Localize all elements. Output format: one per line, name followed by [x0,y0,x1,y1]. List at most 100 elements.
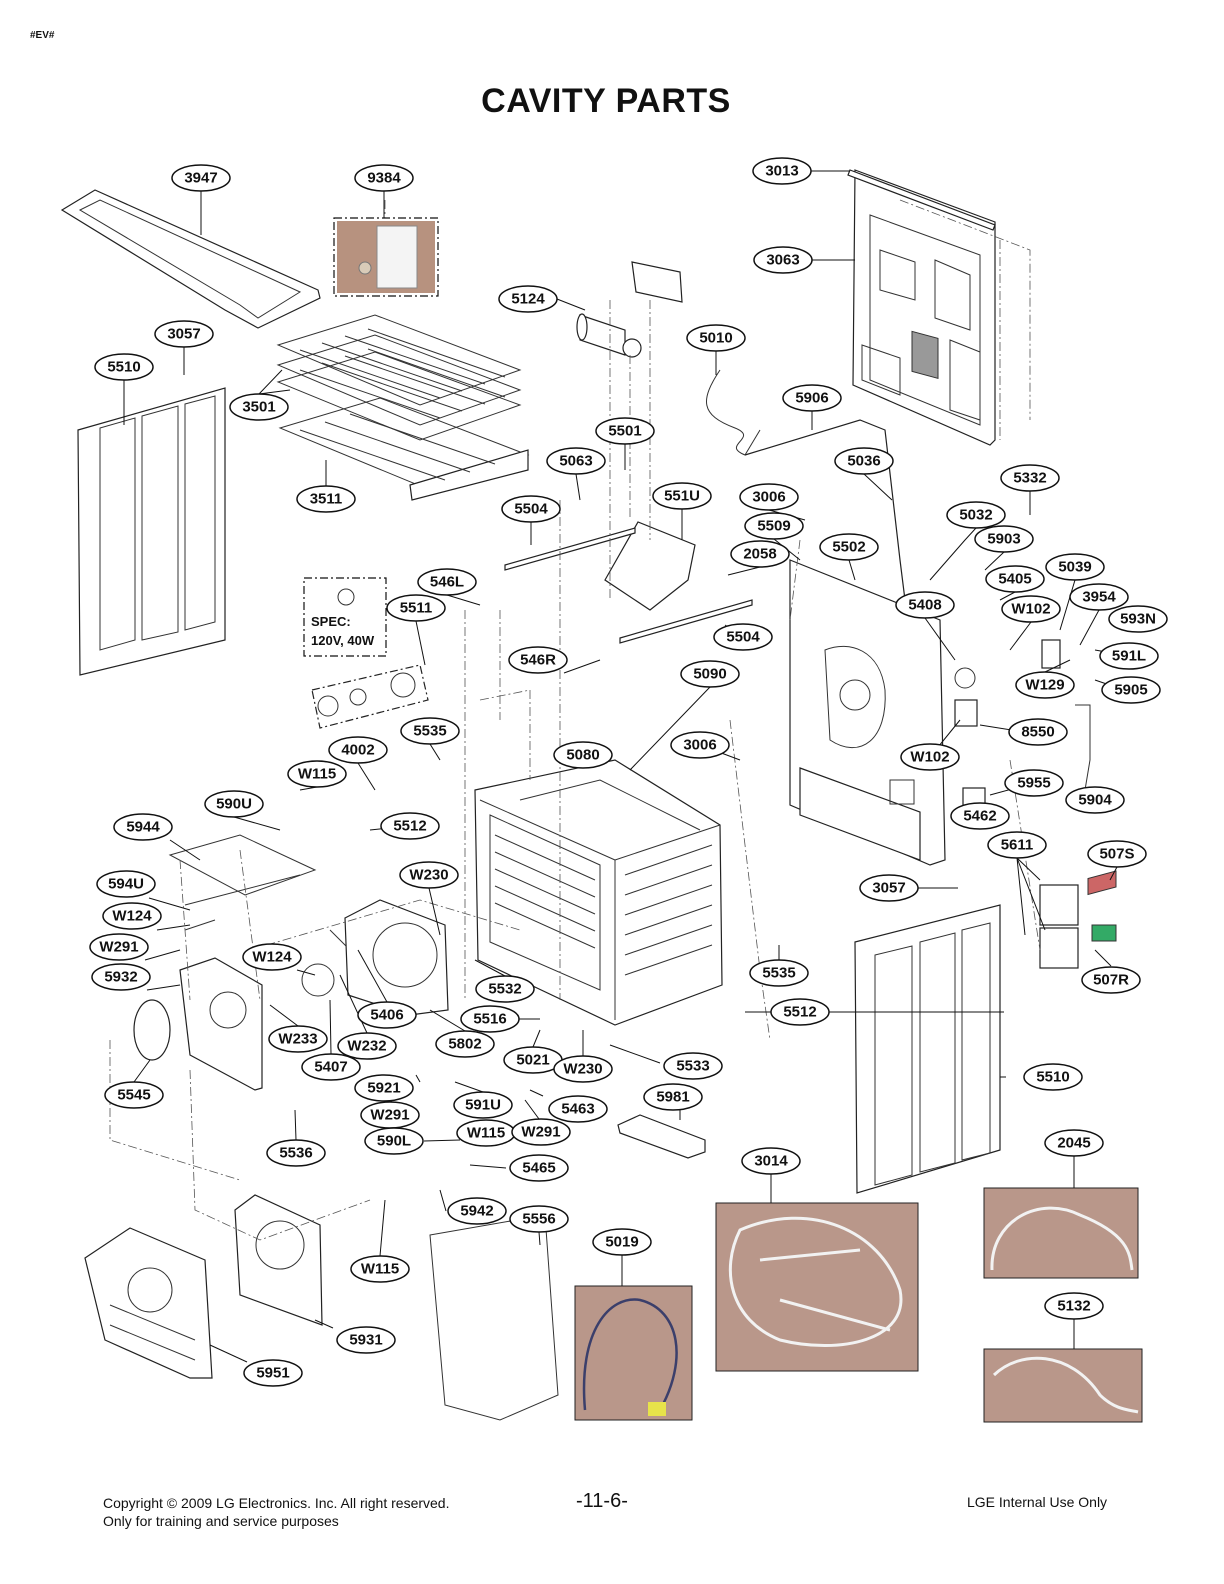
callout: 5981 [643,1083,703,1111]
svg-text:5408: 5408 [908,597,941,614]
cooling-fan-drawing [576,261,683,358]
gasket-frame-drawing [60,189,321,329]
svg-text:5904: 5904 [1078,792,1112,809]
wire-photo-5132 [983,1348,1143,1423]
svg-text:5039: 5039 [1058,559,1091,576]
svg-text:5931: 5931 [349,1332,382,1349]
side-panel-left-drawing [77,387,226,676]
callout: 2058 [730,540,790,568]
svg-text:5510: 5510 [1036,1069,1069,1086]
spec-label: SPEC: [311,614,351,629]
svg-text:5532: 5532 [488,981,521,998]
rear-panel-drawing [852,169,996,446]
svg-text:4002: 4002 [341,742,374,759]
rear-cover-drawing [84,1194,323,1379]
svg-text:593N: 593N [1120,611,1156,628]
callout: 5063 [546,447,606,475]
svg-text:5465: 5465 [522,1160,555,1177]
harness-photo-3014 [715,1202,919,1372]
fan-blade-drawing [301,963,335,997]
svg-text:5511: 5511 [400,600,433,617]
svg-text:5533: 5533 [676,1058,709,1075]
svg-text:507R: 507R [1093,972,1129,989]
svg-text:590U: 590U [216,796,252,813]
callout: W124 [102,902,162,930]
callout: 5944 [113,813,173,841]
tube-5904-drawing [1075,704,1091,791]
callout: 5536 [266,1139,326,1167]
svg-text:5516: 5516 [473,1011,506,1028]
callout: 5504 [501,495,561,523]
svg-text:8550: 8550 [1021,724,1054,741]
callout: 5465 [509,1154,569,1182]
callout: 5502 [819,533,879,561]
callout: 5124 [498,285,558,313]
svg-text:5332: 5332 [1013,470,1046,487]
callout: 5036 [834,447,894,475]
drip-tray-drawing [617,1114,706,1159]
callout: 5556 [509,1205,569,1233]
svg-text:W230: W230 [409,867,448,884]
internal-use-label: LGE Internal Use Only [967,1494,1108,1510]
callout: 5032 [946,501,1006,529]
side-panel-right-drawing [854,904,1001,1194]
svg-text:591U: 591U [465,1097,501,1114]
svg-text:W124: W124 [112,908,152,925]
svg-text:5132: 5132 [1057,1298,1090,1315]
svg-text:551U: 551U [664,488,700,505]
callout: 5905 [1101,676,1161,704]
callout: 5332 [1000,464,1060,492]
svg-text:9384: 9384 [367,170,401,187]
svg-text:5063: 5063 [559,453,592,470]
page-number: -11-6- [576,1490,628,1512]
svg-text:W102: W102 [1011,601,1050,618]
callout: 5090 [680,660,740,688]
svg-text:507S: 507S [1099,846,1134,863]
callout: 591U [453,1091,513,1119]
callout: 5904 [1065,786,1125,814]
svg-text:5611: 5611 [1001,837,1034,854]
svg-text:5921: 5921 [367,1080,400,1097]
callout: 507R [1081,966,1141,994]
top-trim-drawing [847,169,996,231]
callout: 5406 [357,1001,417,1029]
svg-text:5535: 5535 [413,723,446,740]
spec-value: 120V, 40W [311,633,375,648]
callout: 4002 [328,736,388,764]
svg-text:W115: W115 [467,1125,505,1142]
callout: 3006 [739,483,799,511]
svg-text:5036: 5036 [847,453,880,470]
svg-text:5903: 5903 [987,531,1020,548]
callout: 5039 [1045,553,1105,581]
svg-text:5955: 5955 [1017,775,1050,792]
fan-cover-opening [372,922,438,988]
callout: 3511 [296,485,356,513]
svg-text:2045: 2045 [1057,1135,1090,1152]
oven-racks-drawing [276,314,522,441]
svg-text:5512: 5512 [783,1004,816,1021]
svg-text:W115: W115 [298,766,336,783]
svg-text:5406: 5406 [370,1007,403,1024]
callout: 591L [1099,642,1159,670]
svg-text:5407: 5407 [314,1059,347,1076]
callout: 5511 [386,594,446,622]
callout: 5463 [548,1095,608,1123]
svg-text:5463: 5463 [561,1101,594,1118]
callout: 5533 [663,1052,723,1080]
callout: 2045 [1044,1129,1104,1157]
svg-text:W291: W291 [370,1107,409,1124]
svg-text:5545: 5545 [117,1087,150,1104]
callout: W291 [511,1118,571,1146]
rail-upper-drawing [504,527,636,571]
callout: W230 [399,861,459,889]
svg-text:W291: W291 [99,939,138,956]
svg-text:5536: 5536 [279,1145,312,1162]
rail-lower-drawing [619,599,753,644]
svg-text:5802: 5802 [448,1036,481,1053]
glide-rack-drawing [278,397,530,501]
callout: 5010 [686,324,746,352]
fan-housing-plate-drawing [179,957,263,1091]
svg-text:5462: 5462 [963,808,996,825]
oven-cavity-drawing [474,759,723,1026]
svg-text:5504: 5504 [726,629,760,646]
